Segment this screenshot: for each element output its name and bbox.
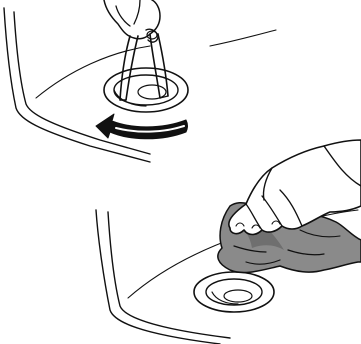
panel-wipe-drain [96,140,361,344]
drain-icon [194,272,274,312]
hand-icon [104,0,160,42]
hand-icon [229,140,361,235]
tongs-icon [120,34,168,100]
panel-remove-filter [4,0,276,162]
drain-icon [104,68,188,112]
rotate-arrow-icon [96,114,188,139]
